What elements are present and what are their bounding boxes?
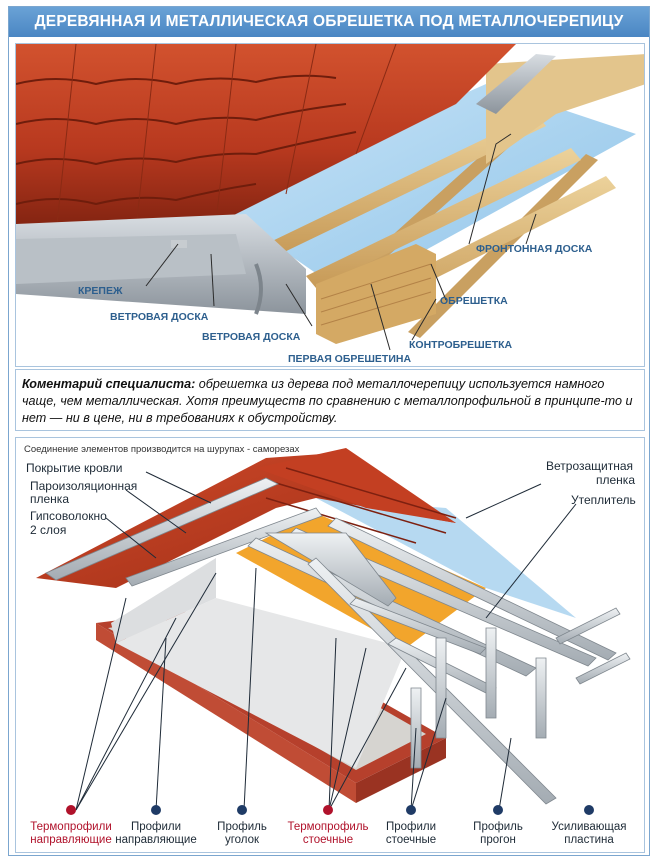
bottom-leader-lines xyxy=(75,471,577,811)
expert-comment: Коментарий специалиста: обрешетка из дер… xyxy=(15,369,645,431)
leader-lines xyxy=(145,133,537,351)
label-frontonnaya-doska: ФРОНТОННАЯ ДОСКА xyxy=(476,243,593,255)
legend-label-1-2: направляющие xyxy=(115,834,196,846)
legend-label-6-1: Усиливающая xyxy=(552,821,627,833)
legend-label-0-1: Термопрофили xyxy=(30,821,112,833)
steel-profiles xyxy=(45,477,631,805)
label-kontrobreshetka: КОНТРОБРЕШЕТКА xyxy=(409,339,513,351)
legend-label-6-2: пластина xyxy=(564,834,614,846)
metal-frame-illustration: Соединение элементов производится на шур… xyxy=(15,437,645,853)
legend-marker-6 xyxy=(584,805,594,815)
steel-roof-frame-drawing: Соединение элементов производится на шур… xyxy=(24,444,636,846)
legend-marker-0 xyxy=(66,805,76,815)
gypsum-board-wall xyxy=(116,598,406,768)
legend-label-2-1: Профиль xyxy=(217,821,267,833)
bottom-caption: Соединение элементов производится на шур… xyxy=(24,444,300,455)
legend-label-1-1: Профили xyxy=(131,821,181,833)
label-gypsum-1: Гипсоволокно xyxy=(30,509,107,523)
legend-label-4-2: стоечные xyxy=(386,834,436,846)
legend-marker-4 xyxy=(406,805,416,815)
legend-label-5-1: Профиль xyxy=(473,821,523,833)
legend-marker-5 xyxy=(493,805,503,815)
label-vetrovaya-doska-2: ВЕТРОВАЯ ДОСКА xyxy=(202,331,301,343)
legend-label-3-2: стоечные xyxy=(303,834,353,846)
comment-lead: Коментарий специалиста: xyxy=(22,377,196,391)
label-krepezh: КРЕПЕЖ xyxy=(78,285,123,297)
infographic-frame: ДЕРЕВЯННАЯ И МЕТАЛЛИЧЕСКАЯ ОБРЕШЕТКА ПОД… xyxy=(8,6,650,856)
label-roof-covering: Покрытие кровли xyxy=(26,461,122,475)
profile-legend: ТермопрофилинаправляющиеПрофилинаправляю… xyxy=(30,805,626,846)
label-gypsum-2: 2 слоя xyxy=(30,523,66,537)
label-pervaya-obreshetina: ПЕРВАЯ ОБРЕШЕТИНА xyxy=(288,353,411,365)
eave-gutter xyxy=(16,214,306,315)
label-vetrovaya-doska-1: ВЕТРОВАЯ ДОСКА xyxy=(110,311,209,323)
label-vapor-barrier-2: пленка xyxy=(30,492,69,506)
label-wind-membrane-1: Ветрозащитная xyxy=(546,459,633,473)
membrane-layer xyxy=(216,84,636,294)
legend-label-3-1: Термопрофиль xyxy=(287,821,368,833)
metal-gable-trim xyxy=(476,54,556,114)
label-obreshetka: ОБРЕШЕТКА xyxy=(440,295,508,307)
label-insulation: Утеплитель xyxy=(571,493,636,507)
metal-tile-roofing xyxy=(16,44,516,235)
legend-marker-2 xyxy=(237,805,247,815)
roof-cross-section-drawing: КРЕПЕЖ ВЕТРОВАЯ ДОСКА ВЕТРОВАЯ ДОСКА ПЕР… xyxy=(16,44,644,366)
legend-label-4-1: Профили xyxy=(386,821,436,833)
gypsum-board-left xyxy=(111,558,216,643)
wooden-battens-illustration: КРЕПЕЖ ВЕТРОВАЯ ДОСКА ВЕТРОВАЯ ДОСКА ПЕР… xyxy=(15,43,645,367)
legend-marker-3 xyxy=(323,805,333,815)
legend-label-5-2: прогон xyxy=(480,834,516,846)
legend-label-2-2: уголок xyxy=(225,834,260,846)
legend-label-0-2: направляющие xyxy=(30,834,111,846)
wind-membrane xyxy=(316,498,576,618)
label-vapor-barrier-1: Пароизоляционная xyxy=(30,479,137,493)
legend-marker-1 xyxy=(151,805,161,815)
first-batten xyxy=(316,244,436,344)
label-wind-membrane-2: пленка xyxy=(596,473,635,487)
page-title: ДЕРЕВЯННАЯ И МЕТАЛЛИЧЕСКАЯ ОБРЕШЕТКА ПОД… xyxy=(9,7,649,37)
comment-text: обрешетка из дерева под металлочерепицу … xyxy=(22,377,633,425)
